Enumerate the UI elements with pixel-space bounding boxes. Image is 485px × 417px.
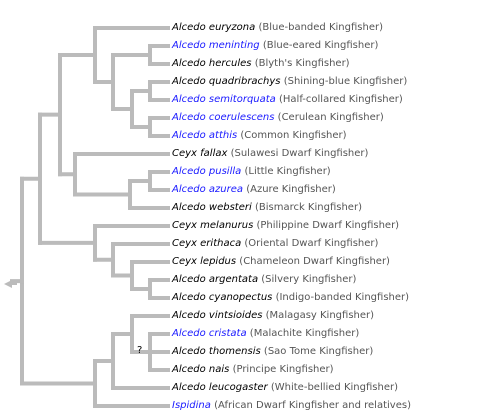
leaf-row[interactable]: Alcedo semitorquata (Half-collared Kingf…	[172, 91, 403, 109]
taxon-name: Alcedo nais	[172, 364, 230, 375]
taxon-link[interactable]: Alcedo atthis	[172, 130, 238, 141]
leaf-row[interactable]: Alcedo pusilla (Little Kingfisher)	[172, 163, 331, 181]
taxon-link[interactable]: Alcedo coerulescens	[172, 112, 275, 123]
taxon-name: Alcedo hercules	[172, 58, 252, 69]
common-name: (Indigo-banded Kingfisher)	[275, 292, 410, 303]
leaf-row: Alcedo euryzona (Blue-banded Kingfisher)	[172, 19, 383, 37]
taxon-link[interactable]: Alcedo meninting	[172, 40, 260, 51]
taxon-name: Alcedo argentata	[172, 274, 259, 285]
common-name: (Common Kingfisher)	[240, 130, 347, 141]
taxon-name: Alcedo leucogaster	[172, 382, 268, 393]
leaf-row: Ceyx lepidus (Chameleon Dwarf Kingfisher…	[172, 253, 390, 271]
common-name: (Malagasy Kingfisher)	[265, 310, 375, 321]
common-name: (Blyth's Kingfisher)	[254, 58, 350, 69]
leaf-row: Alcedo nais (Principe Kingfisher)	[172, 361, 334, 379]
common-name: (Blue-eared Kingfisher)	[262, 40, 379, 51]
leaf-row[interactable]: Ispidina (African Dwarf Kingfisher and r…	[172, 397, 411, 415]
taxon-link[interactable]: Alcedo semitorquata	[172, 94, 276, 105]
leaf-row: Ceyx erithaca (Oriental Dwarf Kingfisher…	[172, 235, 378, 253]
leaf-row: Ceyx melanurus (Philippine Dwarf Kingfis…	[172, 217, 399, 235]
leaf-row: Alcedo leucogaster (White-bellied Kingfi…	[172, 379, 398, 397]
common-name: (Sulawesi Dwarf Kingfisher)	[230, 148, 369, 159]
leaf-row: Alcedo quadribrachys (Shining-blue Kingf…	[172, 73, 407, 91]
common-name: (Principe Kingfisher)	[232, 364, 334, 375]
common-name: (Half-collared Kingfisher)	[279, 94, 403, 105]
taxon-name: Ceyx lepidus	[172, 256, 237, 267]
common-name: (Blue-banded Kingfisher)	[258, 22, 383, 33]
leaf-row: Alcedo cyanopectus (Indigo-banded Kingfi…	[172, 289, 409, 307]
leaf-row: Alcedo hercules (Blyth's Kingfisher)	[172, 55, 350, 73]
taxon-name: Alcedo websteri	[172, 202, 252, 213]
uncertain-node-mark: ?	[137, 345, 143, 356]
common-name: (Little Kingfisher)	[244, 166, 331, 177]
leaf-row: Ceyx fallax (Sulawesi Dwarf Kingfisher)	[172, 145, 368, 163]
leaf-row: Alcedo websteri (Bismarck Kingfisher)	[172, 199, 362, 217]
taxon-name: Alcedo euryzona	[172, 22, 256, 33]
leaf-row[interactable]: Alcedo atthis (Common Kingfisher)	[172, 127, 347, 145]
taxon-name: Ceyx melanurus	[172, 220, 254, 231]
leaf-row: Alcedo thomensis (Sao Tome Kingfisher)	[172, 343, 373, 361]
common-name: (White-bellied Kingfisher)	[270, 382, 398, 393]
root-arrow-icon	[4, 276, 18, 294]
taxon-link[interactable]: Alcedo azurea	[172, 184, 244, 195]
taxon-name: Ceyx fallax	[172, 148, 228, 159]
leaf-row: Alcedo vintsioides (Malagasy Kingfisher)	[172, 307, 374, 325]
leaf-row[interactable]: Alcedo meninting (Blue-eared Kingfisher)	[172, 37, 378, 55]
common-name: (Oriental Dwarf Kingfisher)	[244, 238, 379, 249]
common-name: (Bismarck Kingfisher)	[254, 202, 362, 213]
common-name: (Silvery Kingfisher)	[261, 274, 357, 285]
taxon-name: Ceyx erithaca	[172, 238, 242, 249]
common-name: (Chameleon Dwarf Kingfisher)	[239, 256, 390, 267]
taxon-name: Alcedo thomensis	[172, 346, 261, 357]
common-name: (Sao Tome Kingfisher)	[263, 346, 374, 357]
common-name: (Malachite Kingfisher)	[249, 328, 360, 339]
leaf-row[interactable]: Alcedo azurea (Azure Kingfisher)	[172, 181, 336, 199]
leaf-row[interactable]: Alcedo coerulescens (Cerulean Kingfisher…	[172, 109, 384, 127]
taxon-link[interactable]: Ispidina	[172, 400, 211, 411]
taxon-link[interactable]: Alcedo pusilla	[172, 166, 242, 177]
taxon-name: Alcedo quadribrachys	[172, 76, 281, 87]
common-name: (Shining-blue Kingfisher)	[283, 76, 408, 87]
leaf-row[interactable]: Alcedo cristata (Malachite Kingfisher)	[172, 325, 359, 343]
common-name: (Cerulean Kingfisher)	[277, 112, 384, 123]
taxon-link[interactable]: Alcedo cristata	[172, 328, 247, 339]
common-name: (Azure Kingfisher)	[246, 184, 336, 195]
common-name: (African Dwarf Kingfisher and relatives)	[214, 400, 411, 411]
taxon-name: Alcedo cyanopectus	[172, 292, 273, 303]
common-name: (Philippine Dwarf Kingfisher)	[256, 220, 400, 231]
leaf-row: Alcedo argentata (Silvery Kingfisher)	[172, 271, 356, 289]
taxon-name: Alcedo vintsioides	[172, 310, 263, 321]
